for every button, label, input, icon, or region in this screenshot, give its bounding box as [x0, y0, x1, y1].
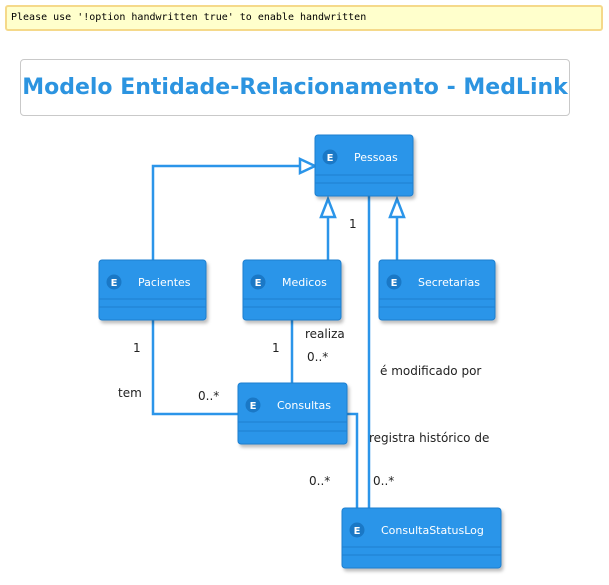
- entity-badge-icon: [250, 274, 266, 290]
- entity-badge-icon: [106, 274, 122, 290]
- entity-name: Secretarias: [418, 276, 480, 289]
- entity-consultas[interactable]: E Consultas: [237, 382, 348, 445]
- entity-badge-icon: [245, 397, 261, 413]
- arrowhead-medicos: [319, 195, 337, 219]
- realiza-target-multiplicity: 0..*: [307, 350, 328, 364]
- entity-consultastatuslog[interactable]: E ConsultaStatusLog: [341, 507, 502, 569]
- entity-pacientes[interactable]: E Pacientes: [98, 259, 207, 321]
- connector-lines: [151, 164, 399, 510]
- svg-text:E: E: [354, 526, 361, 537]
- entity-pessoas[interactable]: E Pessoas: [314, 134, 414, 197]
- svg-text:E: E: [327, 153, 334, 164]
- entity-name: Consultas: [277, 399, 331, 412]
- pessoas-multiplicity: 1: [349, 217, 357, 231]
- svg-text:E: E: [391, 278, 398, 289]
- warning-banner: Please use '!option handwritten true' to…: [5, 5, 603, 31]
- entity-name: Pessoas: [354, 151, 398, 164]
- entity-name: Medicos: [282, 276, 327, 289]
- entity-badge-icon: [386, 274, 402, 290]
- svg-text:E: E: [250, 401, 257, 412]
- consultas-log-line: [347, 412, 359, 510]
- tem-label: tem: [118, 386, 142, 400]
- modificado-label: é modificado por: [380, 364, 481, 378]
- entity-name: ConsultaStatusLog: [381, 524, 484, 537]
- entity-badge-icon: [322, 149, 338, 165]
- entity-medicos[interactable]: E Medicos: [242, 259, 342, 321]
- arrowhead-pacientes: [298, 157, 318, 175]
- pacientes-multiplicity: 1: [133, 341, 141, 355]
- log-multiplicity-right: 0..*: [373, 474, 394, 488]
- medicos-multiplicity: 1: [272, 341, 280, 355]
- diagram-title: Modelo Entidade-Relacionamento - MedLink: [20, 59, 570, 116]
- svg-text:E: E: [255, 278, 262, 289]
- realiza-label: realiza: [305, 327, 345, 341]
- entity-secretarias[interactable]: E Secretarias: [378, 259, 496, 321]
- arrowhead-secretarias: [388, 195, 406, 219]
- svg-text:E: E: [111, 278, 118, 289]
- pacientes-pessoas-line: [151, 164, 300, 260]
- inheritance-arrows: [298, 157, 406, 219]
- log-multiplicity-left: 0..*: [309, 474, 330, 488]
- pacientes-consultas-line: [151, 320, 238, 416]
- entity-badge-icon: [349, 522, 365, 538]
- entity-name: Pacientes: [138, 276, 191, 289]
- registra-label: registra histórico de: [369, 431, 489, 445]
- tem-target-multiplicity: 0..*: [198, 389, 219, 403]
